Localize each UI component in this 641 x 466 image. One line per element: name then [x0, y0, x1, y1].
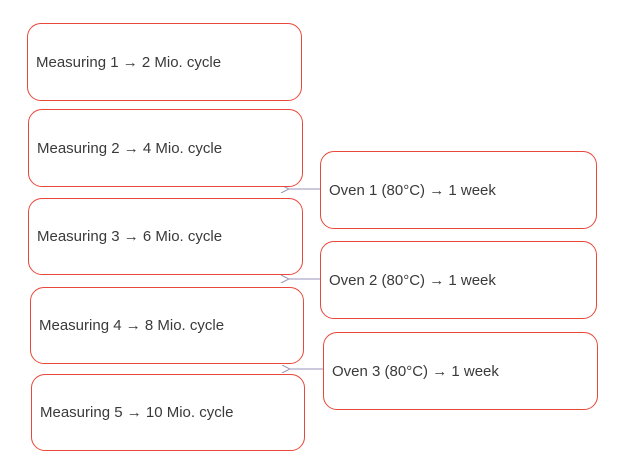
measuring-box-4: Measuring 4 → 8 Mio. cycle: [30, 287, 304, 364]
oven-label-2: Oven 2 (80°C) → 1 week: [329, 271, 496, 289]
measuring-box-2: Measuring 2 → 4 Mio. cycle: [28, 109, 303, 187]
measuring-label-1: Measuring 1 → 2 Mio. cycle: [36, 53, 222, 71]
measuring-label-5: Measuring 5 → 10 Mio. cycle: [40, 404, 234, 421]
measuring-box-1: Measuring 1 → 2 Mio. cycle: [27, 23, 302, 101]
oven-box-3: Oven 3 (80°C) → 1 week: [323, 332, 598, 410]
oven-box-1: Oven 1 (80°C) → 1 week: [320, 151, 597, 229]
measuring-label-4: Measuring 4 → 8 Mio. cycle: [39, 317, 225, 334]
measuring-label-3: Measuring 3 → 6 Mio. cycle: [37, 228, 223, 245]
oven-label-1: Oven 1 (80°C) → 1 week: [329, 181, 496, 199]
oven-label-3: Oven 3 (80°C) → 1 week: [332, 362, 499, 380]
measuring-label-2: Measuring 2 → 4 Mio. cycle: [37, 139, 223, 157]
measuring-box-3: Measuring 3 → 6 Mio. cycle: [28, 198, 303, 275]
oven-box-2: Oven 2 (80°C) → 1 week: [320, 241, 597, 319]
measuring-box-5: Measuring 5 → 10 Mio. cycle: [31, 374, 305, 451]
